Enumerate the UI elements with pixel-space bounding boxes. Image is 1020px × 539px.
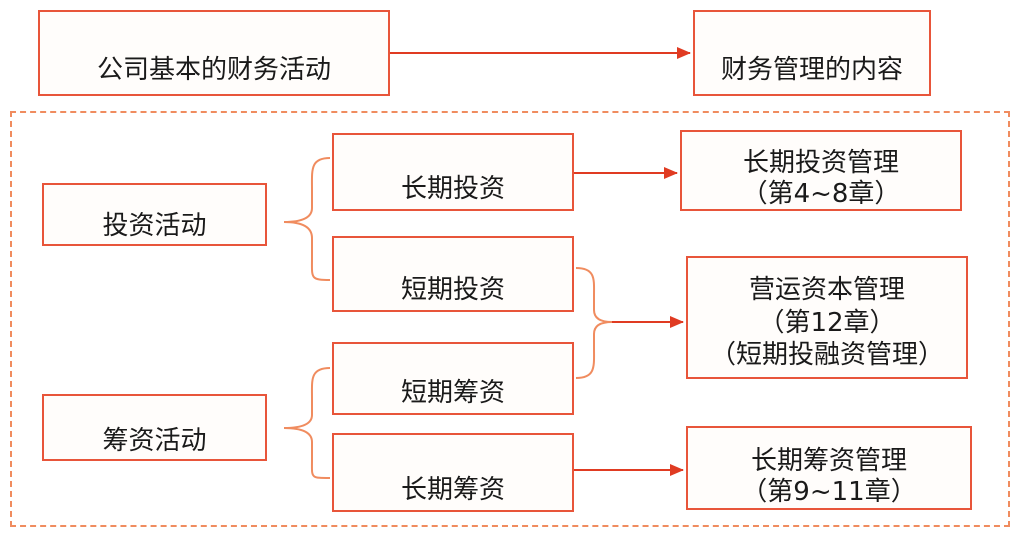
long-term-investment-box: 长期投资 xyxy=(332,133,574,211)
long-term-financing-management-title: 长期筹资管理 xyxy=(750,446,907,476)
long-term-investment-management-chapter: （第4~8章） xyxy=(741,179,901,210)
brace-short-term xyxy=(575,267,613,379)
short-term-financing-label: 短期筹资 xyxy=(400,377,505,408)
brace-investing xyxy=(283,157,331,281)
dashed-frame xyxy=(10,111,1010,527)
working-capital-management-note: （短期投融资管理） xyxy=(709,340,944,370)
financing-activities-label: 筹资活动 xyxy=(102,425,207,456)
long-term-financing-management-box: 长期筹资管理 （第9~11章） xyxy=(686,426,972,510)
short-term-investment-box: 短期投资 xyxy=(332,236,574,312)
short-term-financing-box: 短期筹资 xyxy=(332,342,574,415)
long-term-investment-management-title: 长期投资管理 xyxy=(742,148,899,178)
long-term-investment-label: 长期投资 xyxy=(400,173,505,204)
management-content-box: 财务管理的内容 xyxy=(693,10,931,96)
investing-activities-box: 投资活动 xyxy=(42,183,267,246)
working-capital-management-title: 营运资本管理 xyxy=(748,275,905,305)
financing-activities-box: 筹资活动 xyxy=(42,394,267,461)
brace-financing xyxy=(283,367,331,479)
long-term-financing-box: 长期筹资 xyxy=(332,433,574,512)
investing-activities-label: 投资活动 xyxy=(102,210,207,241)
financial-activities-label: 公司基本的财务活动 xyxy=(96,54,331,85)
short-term-investment-label: 短期投资 xyxy=(400,274,505,305)
management-content-label: 财务管理的内容 xyxy=(720,54,903,85)
working-capital-management-box: 营运资本管理 （第12章） （短期投融资管理） xyxy=(686,256,968,379)
long-term-financing-management-chapter: （第9~11章） xyxy=(741,477,917,508)
long-term-financing-label: 长期筹资 xyxy=(400,474,505,505)
financial-activities-box: 公司基本的财务活动 xyxy=(38,10,390,96)
working-capital-management-chapter: （第12章） xyxy=(758,307,896,338)
long-term-investment-management-box: 长期投资管理 （第4~8章） xyxy=(680,130,962,211)
